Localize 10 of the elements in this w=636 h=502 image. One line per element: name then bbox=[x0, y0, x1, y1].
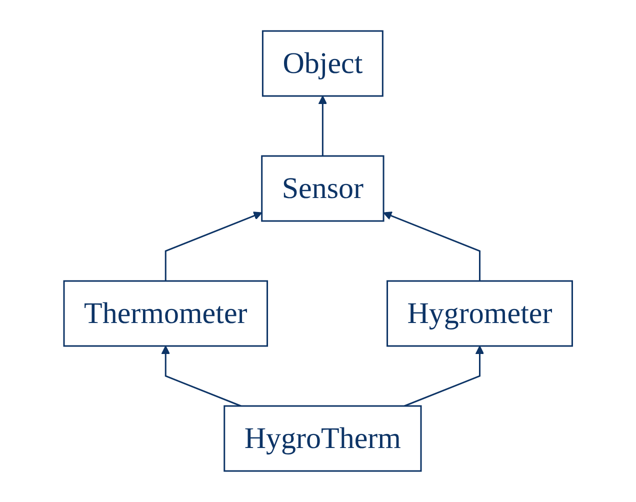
arrow bbox=[318, 96, 327, 156]
node-box: Hygrometer bbox=[386, 280, 573, 347]
arrow bbox=[161, 346, 242, 407]
node-box: Thermometer bbox=[63, 280, 268, 347]
arrow bbox=[404, 346, 484, 407]
arrow bbox=[164, 212, 262, 281]
node-box: Object bbox=[262, 30, 384, 97]
node-box: HygroTherm bbox=[224, 405, 422, 472]
arrow bbox=[383, 212, 480, 281]
node-box: Sensor bbox=[261, 155, 384, 222]
